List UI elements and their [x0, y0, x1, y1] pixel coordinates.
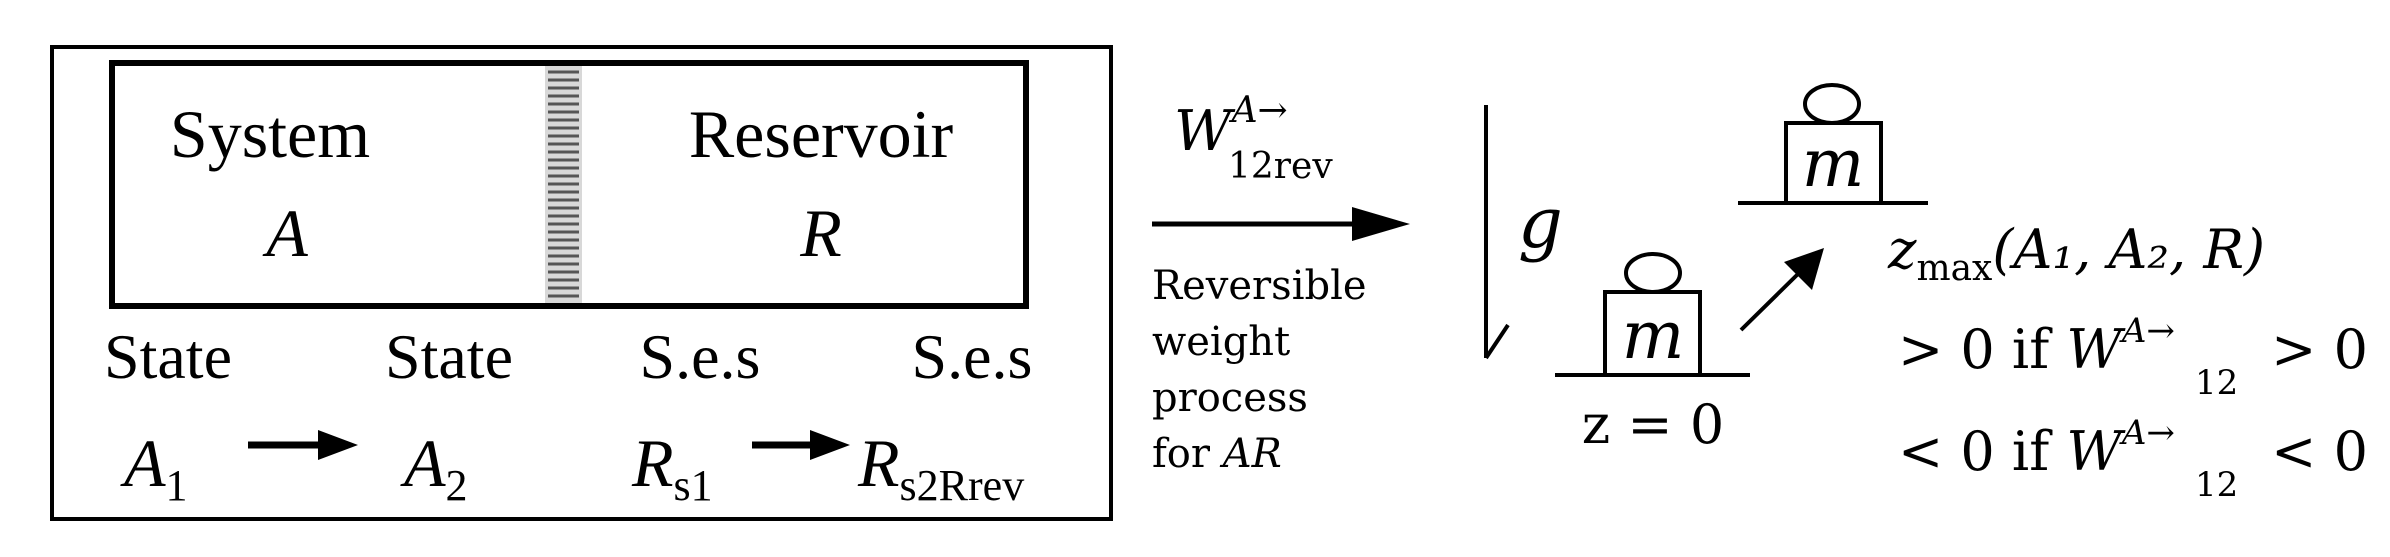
state-a2-base: A [400, 425, 446, 501]
process-caption-prefix: for [1152, 431, 1223, 477]
header-ses-1: S.e.s [640, 321, 761, 392]
system-symbol: A [262, 195, 308, 271]
work-label: WA→ 12rev [1174, 90, 1333, 187]
cond1-sup: A→ [2119, 311, 2175, 351]
state-rs1-base: R [631, 425, 674, 501]
state-a1: A1 [120, 425, 188, 510]
work-sub: 12rev [1228, 146, 1333, 187]
state-a2: A2 [400, 425, 468, 510]
system-label: System [170, 96, 370, 172]
mass-upper-label: m [1802, 125, 1865, 202]
outer-frame [50, 45, 1113, 521]
cond2-sub: 12 [2195, 465, 2238, 505]
gravity-symbol: g [1518, 182, 1563, 264]
work-sup: A→ [1229, 90, 1288, 131]
process-caption-line4: for AR [1152, 431, 1282, 477]
state-rs1: Rs1 [631, 425, 713, 510]
process-arrow [1152, 207, 1410, 241]
lift-arrow [1739, 248, 1824, 332]
condition-negative: < 0 if WA→ 12 < 0 [1898, 413, 2368, 505]
state-a2-sub: 2 [446, 461, 468, 510]
zmax-base: z [1887, 218, 1917, 281]
upper-weight [1738, 83, 1928, 205]
zero-level-label: z = 0 [1582, 393, 1724, 456]
state-a1-sub: 1 [166, 461, 188, 510]
lower-weight [1555, 252, 1750, 377]
state-a1-base: A [120, 425, 166, 501]
work-base: W [1174, 99, 1236, 164]
arrow-rs1-to-rs2 [752, 430, 850, 460]
zmax-args: (A₁, A₂, R) [1992, 218, 2265, 281]
process-caption-line3: process [1152, 375, 1308, 421]
zmax-label: zmax(A₁, A₂, R) [1887, 218, 2265, 289]
cond1-sub: 12 [2195, 363, 2238, 403]
mass-lower-label: m [1622, 297, 1685, 374]
cond2-sup: A→ [2119, 413, 2175, 453]
state-rs2rev-base: R [857, 425, 900, 501]
gravity-vector [1484, 105, 1510, 360]
cond1-base: W [2066, 318, 2126, 381]
cond1-prefix: > 0 if [1898, 318, 2066, 381]
state-rs1-sub: s1 [674, 461, 713, 510]
cond2-suffix: < 0 [2254, 420, 2368, 483]
header-state-1: State [104, 321, 232, 392]
process-caption-line2: weight [1152, 319, 1290, 365]
header-state-2: State [385, 321, 513, 392]
header-ses-2: S.e.s [912, 321, 1033, 392]
reservoir-label: Reservoir [689, 96, 954, 172]
arrow-a1-to-a2 [248, 430, 358, 460]
condition-positive: > 0 if WA→ 12 > 0 [1898, 311, 2368, 403]
zmax-sub: max [1916, 248, 1992, 289]
state-rs2rev-sub: s2Rrev [900, 461, 1025, 510]
reservoir-symbol: R [799, 195, 842, 271]
state-rs2rev: Rs2Rrev [857, 425, 1024, 510]
cond1-suffix: > 0 [2254, 318, 2368, 381]
process-caption-var: AR [1219, 431, 1282, 477]
process-caption-line1: Reversible [1152, 263, 1367, 309]
diathermal-wall [545, 60, 582, 309]
cond2-base: W [2066, 420, 2126, 483]
cond2-prefix: < 0 if [1898, 420, 2066, 483]
